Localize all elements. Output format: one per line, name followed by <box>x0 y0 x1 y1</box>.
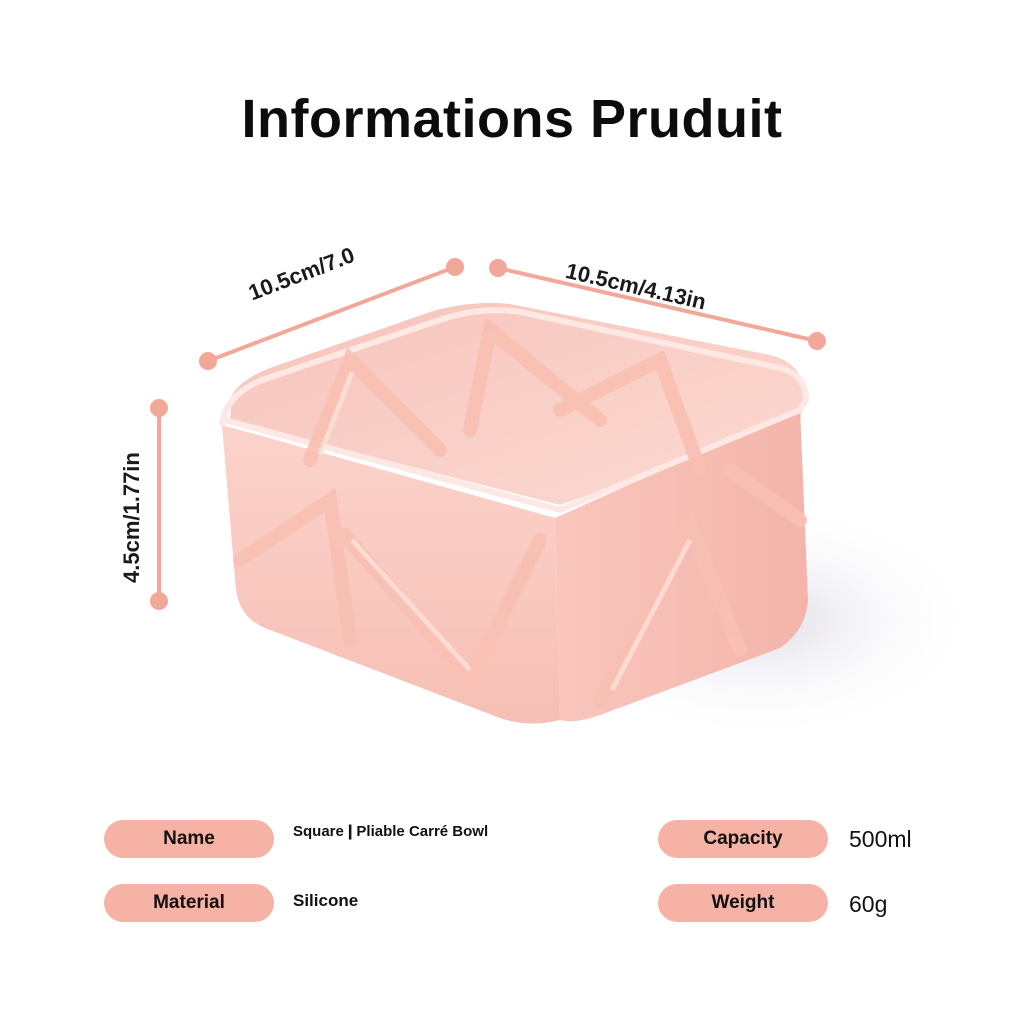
weight-label-pill: Weight <box>658 884 828 922</box>
capacity-value: 500ml <box>849 826 912 852</box>
bowl-rim <box>219 307 810 514</box>
bowl-fold-highlights <box>317 371 693 692</box>
name-label-pill: Name <box>104 820 274 858</box>
bowl-fold-pattern <box>233 317 807 707</box>
weight-value: 60g <box>849 891 888 917</box>
capacity-label-pill: Capacity <box>658 820 828 858</box>
dimension-lines <box>150 258 826 610</box>
page-title: Informations Pruduit <box>241 89 783 149</box>
name-value: Square❙Pliable Carré Bowl <box>293 823 489 840</box>
material-value: Silicone <box>293 891 359 910</box>
material-label-pill: Material <box>104 884 274 922</box>
dimension-height-label: 4.5cm/1.77in <box>119 452 144 583</box>
bowl-front <box>222 425 560 724</box>
